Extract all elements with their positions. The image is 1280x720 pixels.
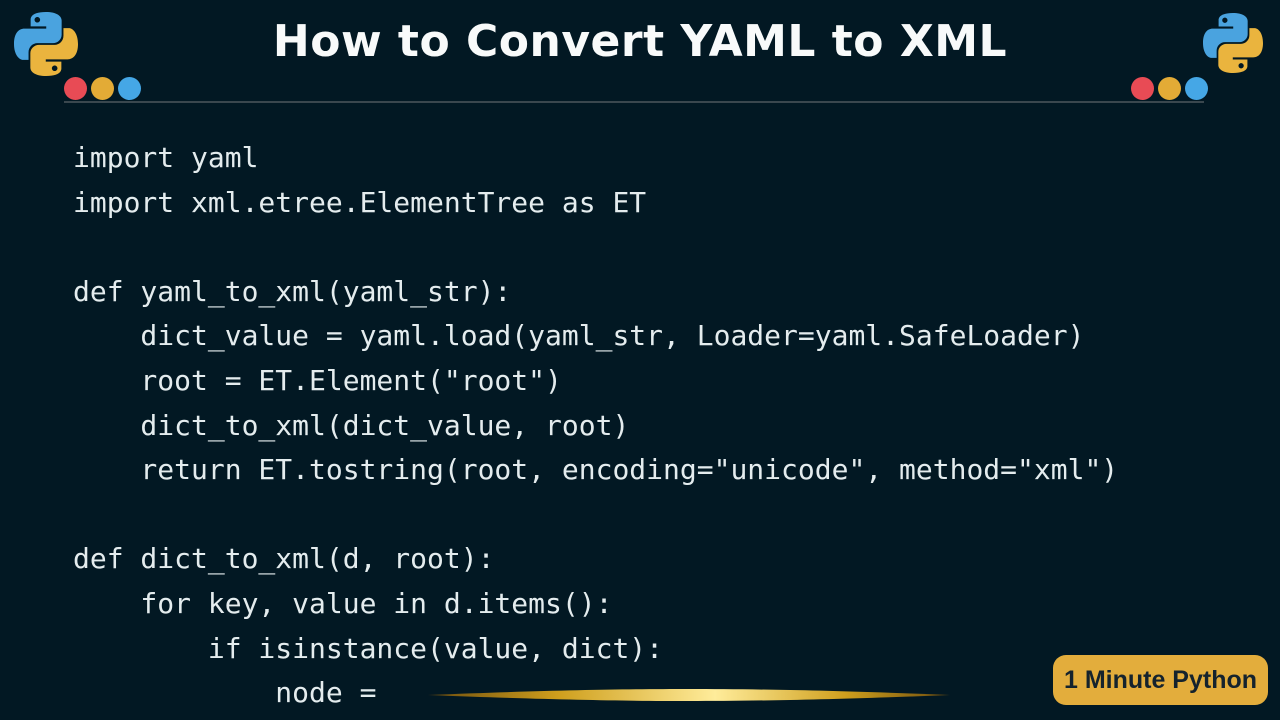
code-line: import xml.etree.ElementTree as ET	[73, 185, 647, 219]
python-logo-icon	[14, 12, 78, 76]
code-line: root = ET.Element("root")	[73, 363, 562, 397]
code-line: def yaml_to_xml(yaml_str):	[73, 274, 512, 308]
code-line: dict_to_xml(dict_value, root)	[73, 408, 630, 442]
code-line	[73, 493, 1118, 538]
channel-badge-label: 1 Minute Python	[1063, 665, 1258, 694]
code-line: import yaml	[73, 141, 259, 174]
gold-divider-line	[428, 689, 950, 701]
traffic-dots-right	[1131, 77, 1208, 100]
window-dot	[64, 77, 87, 100]
code-line	[73, 225, 1118, 270]
channel-badge: 1 Minute Python	[1053, 655, 1268, 705]
code-line: if isinstance(value, dict):	[73, 631, 664, 665]
window-dot	[1185, 77, 1208, 100]
code-line: def dict_to_xml(d, root):	[73, 542, 495, 576]
window-dot	[1158, 77, 1181, 100]
code-line: return ET.tostring(root, encoding="unico…	[73, 453, 1119, 487]
code-line: for key, value in d.items():	[73, 586, 613, 620]
window-dot	[1131, 77, 1154, 100]
window-dot	[91, 77, 114, 100]
traffic-dots-left	[64, 77, 141, 100]
window-dot	[118, 77, 141, 100]
python-logo-icon	[1203, 13, 1263, 73]
code-line: node =	[73, 676, 394, 710]
code-line: dict_value = yaml.load(yaml_str, Loader=…	[73, 319, 1085, 353]
page-title: How to Convert YAML to XML	[272, 16, 1008, 67]
code-block: import yaml import xml.etree.ElementTree …	[73, 136, 1118, 716]
header-divider	[64, 101, 1204, 103]
